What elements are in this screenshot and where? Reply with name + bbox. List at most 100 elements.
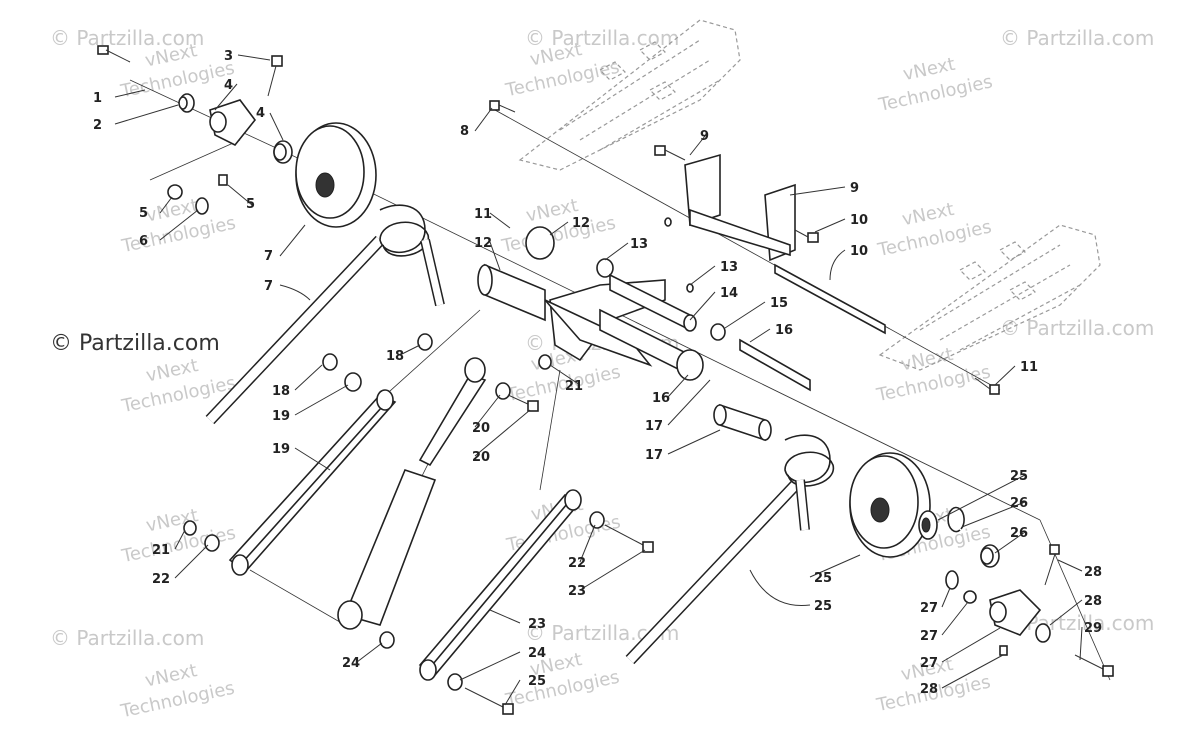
callout-25: 19 bbox=[272, 409, 290, 424]
bushing-7-top bbox=[596, 258, 614, 278]
snap-ring-15 bbox=[947, 506, 965, 533]
callout-22: 2 bbox=[93, 118, 102, 133]
callout-27: 24 bbox=[342, 656, 360, 671]
idler-wheel-13-top bbox=[295, 122, 377, 228]
bushing-25-b bbox=[204, 534, 220, 552]
callout-2: 13 bbox=[720, 260, 738, 275]
callout-27: 21 bbox=[565, 379, 583, 394]
setscrew-20-bottom bbox=[999, 645, 1008, 656]
nut-28-c bbox=[183, 520, 197, 536]
callout-26: 19 bbox=[272, 442, 290, 457]
spacer-9-right bbox=[676, 349, 704, 381]
callout-28: 18 bbox=[386, 349, 404, 364]
callout-24: 23 bbox=[568, 584, 586, 599]
callout-16: 4 bbox=[256, 106, 265, 121]
bolt-4-top bbox=[489, 100, 516, 113]
callout-5: 9 bbox=[700, 129, 709, 144]
callout-24: 25 bbox=[528, 674, 546, 689]
frame-rail-top-ghost bbox=[518, 19, 741, 171]
callout-5: 10 bbox=[850, 213, 868, 228]
callout-4: 11 bbox=[1020, 360, 1038, 375]
axle-11-left bbox=[477, 263, 546, 322]
nut-28-a bbox=[322, 353, 338, 371]
bearing-14 bbox=[918, 510, 938, 540]
bushing-16-bottom bbox=[980, 544, 1000, 568]
axle-11-right bbox=[713, 403, 772, 442]
watermark-partzilla: © Partzilla.com bbox=[1000, 26, 1154, 50]
callout-27: 20 bbox=[472, 421, 490, 436]
callout-21: 3 bbox=[224, 49, 233, 64]
shock-absorber bbox=[337, 357, 487, 630]
leader-lines bbox=[114, 54, 1083, 706]
callout-19: 4 bbox=[224, 78, 233, 93]
callout-18: 27 bbox=[920, 629, 938, 644]
callout-9: 16 bbox=[652, 391, 670, 406]
tube-6 bbox=[609, 273, 697, 332]
callout-26: 23 bbox=[528, 617, 546, 632]
callout-4: 8 bbox=[460, 124, 469, 139]
callout-13: 25 bbox=[814, 571, 832, 586]
callout-25: 22 bbox=[568, 556, 586, 571]
callout-9: 12 bbox=[572, 216, 590, 231]
callout-25: 24 bbox=[528, 646, 546, 661]
callout-29: 20 bbox=[472, 450, 490, 465]
callout-10: 11 bbox=[474, 207, 492, 222]
bushing-25-c bbox=[589, 511, 605, 529]
callout-10: 17 bbox=[645, 419, 663, 434]
callout-20: 28 bbox=[920, 682, 938, 697]
callout-labels: 1 2 3 4 4 5 5 6 7 7 8 9 9 10 10 11 11 12… bbox=[93, 49, 1102, 697]
callout-13: 7 bbox=[264, 249, 273, 264]
callout-23: 1 bbox=[93, 91, 102, 106]
watermark-partzilla: © Partzilla.com bbox=[525, 26, 679, 50]
bolt-5-right bbox=[794, 229, 819, 243]
ring-18-top bbox=[167, 184, 183, 200]
bolt-24-upper bbox=[604, 524, 654, 553]
bolt-23-bottom bbox=[1074, 654, 1114, 677]
callout-6: 14 bbox=[720, 286, 738, 301]
shaft-3 bbox=[774, 263, 886, 335]
frame-rail-bottom-ghost bbox=[878, 224, 1101, 371]
ring-18-bottom bbox=[963, 590, 977, 604]
bushing-27-b bbox=[538, 354, 552, 370]
callout-7: 15 bbox=[770, 296, 788, 311]
link-26-right bbox=[418, 489, 582, 681]
bushing-16-top bbox=[273, 140, 293, 164]
callout-3: 10 bbox=[850, 244, 868, 259]
bushing-27-c bbox=[379, 631, 395, 649]
callout-1: 9 bbox=[850, 181, 859, 196]
callout-12: 7 bbox=[264, 279, 273, 294]
washer-22-bottom bbox=[1035, 623, 1051, 643]
link-26-left bbox=[228, 389, 397, 576]
callout-19: 27 bbox=[920, 656, 938, 671]
nut-28-b bbox=[417, 333, 433, 351]
bushing-17-bottom bbox=[945, 570, 959, 590]
bolt-5-top bbox=[654, 145, 686, 161]
bolt-4-bottom bbox=[974, 377, 1000, 395]
callout-11: 17 bbox=[645, 448, 663, 463]
shaft-8 bbox=[739, 338, 811, 392]
bushing-25-d bbox=[447, 673, 463, 691]
spacer-9-left bbox=[525, 226, 555, 260]
bolt-29 bbox=[507, 394, 539, 412]
callout-28: 21 bbox=[152, 543, 170, 558]
idler-wheel-13-bottom bbox=[849, 452, 931, 558]
watermark-partzilla: © Partzilla.com bbox=[1000, 316, 1154, 340]
callout-17: 6 bbox=[139, 234, 148, 249]
bushing-17-top bbox=[195, 197, 209, 215]
bushing-7-mid bbox=[710, 323, 726, 341]
callout-17: 27 bbox=[920, 601, 938, 616]
watermark-partzilla: © Partzilla.com bbox=[50, 626, 204, 650]
callout-18: 5 bbox=[139, 206, 148, 221]
callout-14: 25 bbox=[1010, 469, 1028, 484]
setscrew-20-top bbox=[218, 174, 228, 186]
washer-22-top bbox=[178, 93, 195, 113]
bolt-21-bottom bbox=[1044, 544, 1060, 586]
bushing-25-a bbox=[344, 372, 362, 392]
watermark-partzilla-main: © Partzilla.com bbox=[50, 331, 220, 356]
clamp-19-bottom bbox=[989, 589, 1042, 636]
callout-21: 28 bbox=[1084, 565, 1102, 580]
callout-16: 26 bbox=[1010, 526, 1028, 541]
callout-20: 5 bbox=[246, 197, 255, 212]
bushing-27-a bbox=[495, 382, 511, 400]
callout-22: 28 bbox=[1084, 594, 1102, 609]
